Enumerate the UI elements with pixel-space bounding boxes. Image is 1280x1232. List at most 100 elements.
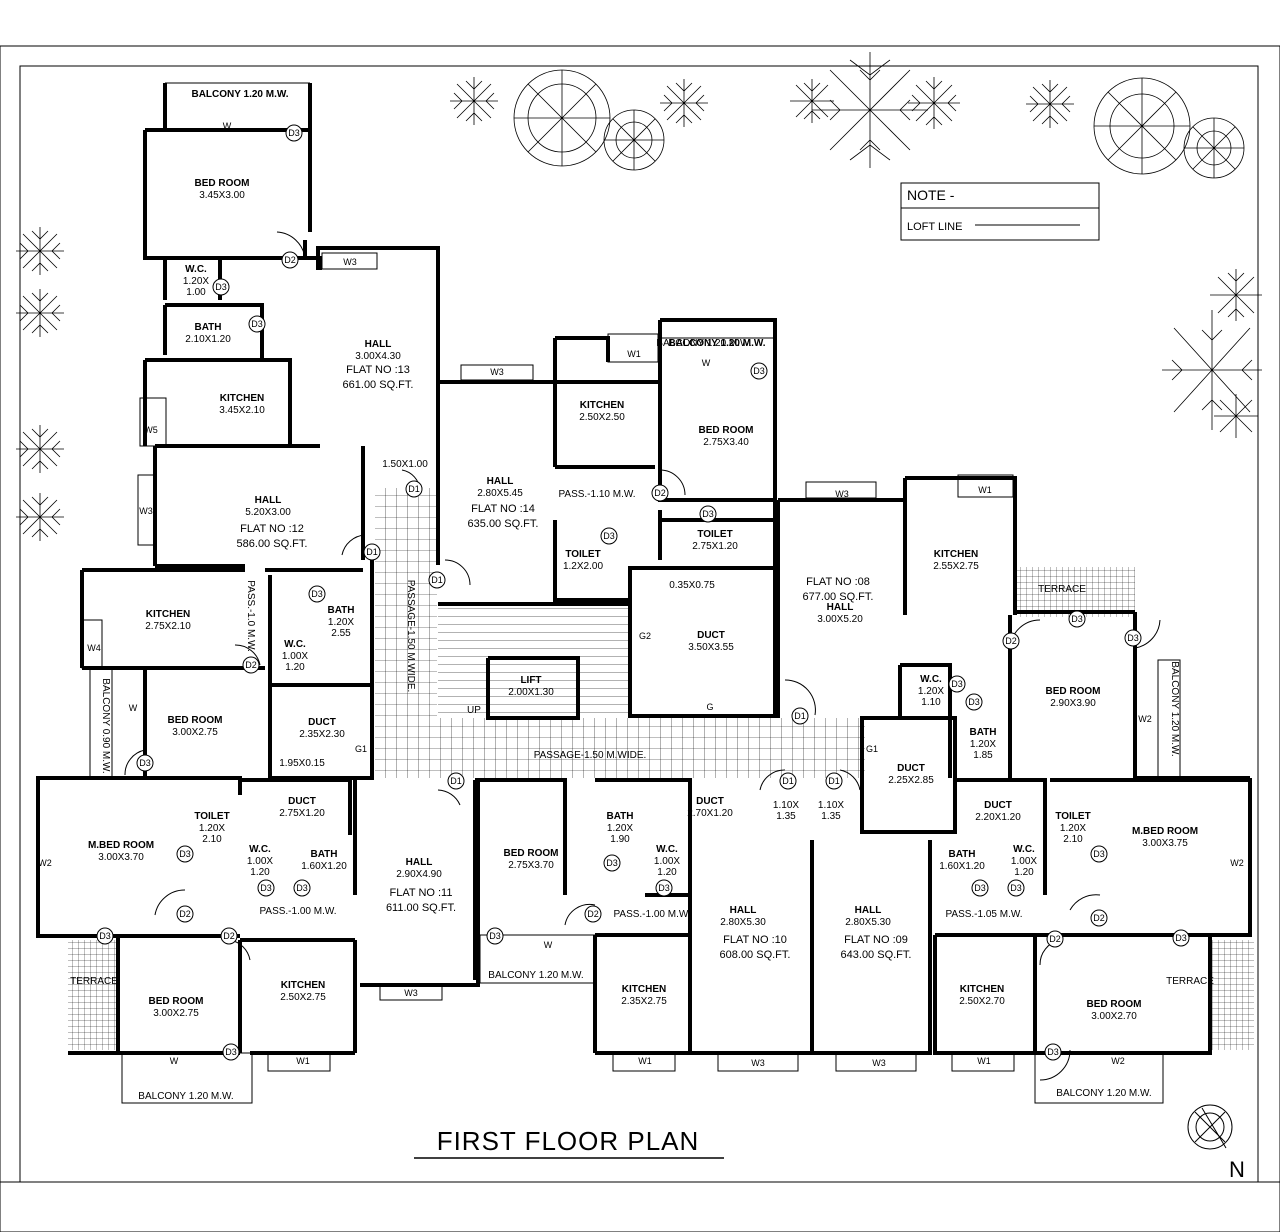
room-labels: BALCONY 1.20 M.W. BED ROOM 3.45X3.00W.C. 1.…: [70, 89, 1214, 1102]
room-dimension: 1.20X: [607, 823, 633, 834]
room-dimension: 1.20X: [199, 823, 225, 834]
landscape-trees: [16, 52, 1262, 541]
plan-annotation: 1.50X1.00: [382, 459, 428, 470]
room-name: TOILET: [697, 529, 732, 540]
plan-annotation: PASS.-1.10 M.W.: [558, 489, 635, 500]
flat-area: 586.00 SQ.FT.: [237, 538, 308, 550]
room-dimension: 3.45X2.10: [219, 405, 265, 416]
door-tag-marker: [281, 251, 299, 269]
room-name: KITCHEN: [580, 400, 624, 411]
room-dimension: 2.80X5.30: [720, 917, 766, 928]
door-tag: D3: [139, 758, 151, 768]
room-name: W.C.: [1013, 844, 1035, 855]
door-tag-marker: [405, 480, 423, 498]
room-dimension: 1.90: [610, 834, 630, 845]
window-tag: G1: [866, 744, 878, 754]
room-name: KITCHEN: [960, 984, 1004, 995]
door-tag: D3: [260, 883, 272, 893]
flat-area: 677.00 SQ.FT.: [803, 591, 874, 603]
door-tag: D3: [968, 697, 980, 707]
room-dimension: 1.20X: [918, 686, 944, 697]
tiled-passages: [68, 488, 1254, 1050]
window-tag: W3: [751, 1058, 765, 1068]
door-tag: D3: [1127, 633, 1139, 643]
room-dimension: 3.00X2.75: [153, 1008, 199, 1019]
door-tag-marker: [655, 879, 673, 897]
door-tag-marker: [1007, 879, 1025, 897]
vertical-annotation: BALCONY 1.20 M.W.: [1169, 661, 1180, 756]
door-tag: D2: [1005, 636, 1017, 646]
door-tag-marker: [971, 879, 989, 897]
plan-annotation: 1.10X: [818, 800, 844, 811]
room-name: W.C.: [185, 264, 207, 275]
room-dimension: 3.00X3.75: [1142, 838, 1188, 849]
door-tag-marker: [651, 484, 669, 502]
door-tag-marker: [825, 772, 843, 790]
door-tag-marker: [176, 905, 194, 923]
room-name: M.BED ROOM: [1132, 826, 1198, 837]
plan-annotation: 0.35X0.75: [669, 580, 715, 591]
door-tag: D3: [974, 883, 986, 893]
door-tag: D2: [245, 660, 257, 670]
room-dimension: 2.10: [202, 834, 222, 845]
room-name: W.C.: [656, 844, 678, 855]
flat-area: 611.00 SQ.FT.: [386, 902, 456, 914]
door-tag-marker: [1044, 1043, 1062, 1061]
door-tag: D2: [223, 931, 235, 941]
plan-annotation: PASS.-1.00 M.W.: [613, 909, 690, 920]
plan-annotation: 1.35: [821, 811, 841, 822]
door-tag: D3: [1010, 883, 1022, 893]
window-tag: W1: [627, 349, 641, 359]
door-tag-marker: [486, 927, 504, 945]
room-dimension: 2.70X1.20: [687, 808, 733, 819]
flat-area: 661.00 SQ.FT.: [343, 379, 414, 391]
room-dimension: 2.90X4.90: [396, 869, 442, 880]
room-name: M.BED ROOM: [88, 840, 154, 851]
room-name: DUCT: [308, 717, 336, 728]
door-tag: D2: [1093, 913, 1105, 923]
window-tag: W1: [978, 485, 992, 495]
window-tag: W: [170, 1056, 179, 1066]
door-tag: D3: [951, 679, 963, 689]
window-tag: W2: [1111, 1056, 1125, 1066]
window-tag: W3: [835, 489, 849, 499]
room-dimension: 1.00X: [247, 856, 273, 867]
room-name: BED ROOM: [504, 848, 559, 859]
room-name: KITCHEN: [934, 549, 978, 560]
door-tag: D3: [179, 849, 191, 859]
door-tag: D1: [366, 547, 378, 557]
room-dimension: 3.50X3.55: [688, 642, 734, 653]
plan-annotation: TERRACE: [1166, 976, 1214, 987]
room-dimension: 1.60X1.20: [301, 861, 347, 872]
room-dimension: 1.20X: [328, 617, 354, 628]
north-arrow-icon: [1187, 1104, 1233, 1150]
plan-annotation: UP: [467, 705, 481, 716]
flat-number: FLAT NO :08: [806, 576, 870, 588]
window-tag: W1: [296, 1056, 310, 1066]
door-tag: D3: [603, 531, 615, 541]
room-name: HALL: [365, 339, 392, 350]
door-tag-marker: [285, 124, 303, 142]
door-tag-marker: [603, 854, 621, 872]
room-name: BATH: [327, 605, 354, 616]
room-name: BATH: [969, 727, 996, 738]
door-tag-marker: [1090, 845, 1108, 863]
room-name: BED ROOM: [1046, 686, 1101, 697]
door-tag: D3: [311, 589, 323, 599]
door-tag: D1: [794, 711, 806, 721]
window-tag: W: [544, 940, 553, 950]
room-dimension: 2.80X5.30: [845, 917, 891, 928]
plan-annotation: TERRACE: [70, 976, 118, 987]
room-dimension: 1.20: [657, 867, 677, 878]
door-tag-marker: [699, 505, 717, 523]
door-tag-marker: [293, 879, 311, 897]
room-name: LIFT: [520, 675, 541, 686]
plan-annotation: PASS.-1.00 M.W.: [259, 906, 336, 917]
room-dimension: 1.60X1.20: [939, 861, 985, 872]
room-name: HALL: [255, 495, 282, 506]
room-dimension: 1.00: [186, 287, 206, 298]
room-name: BATH: [310, 849, 337, 860]
door-tag-marker: [428, 571, 446, 589]
room-dimension: 3.45X3.00: [199, 190, 245, 201]
